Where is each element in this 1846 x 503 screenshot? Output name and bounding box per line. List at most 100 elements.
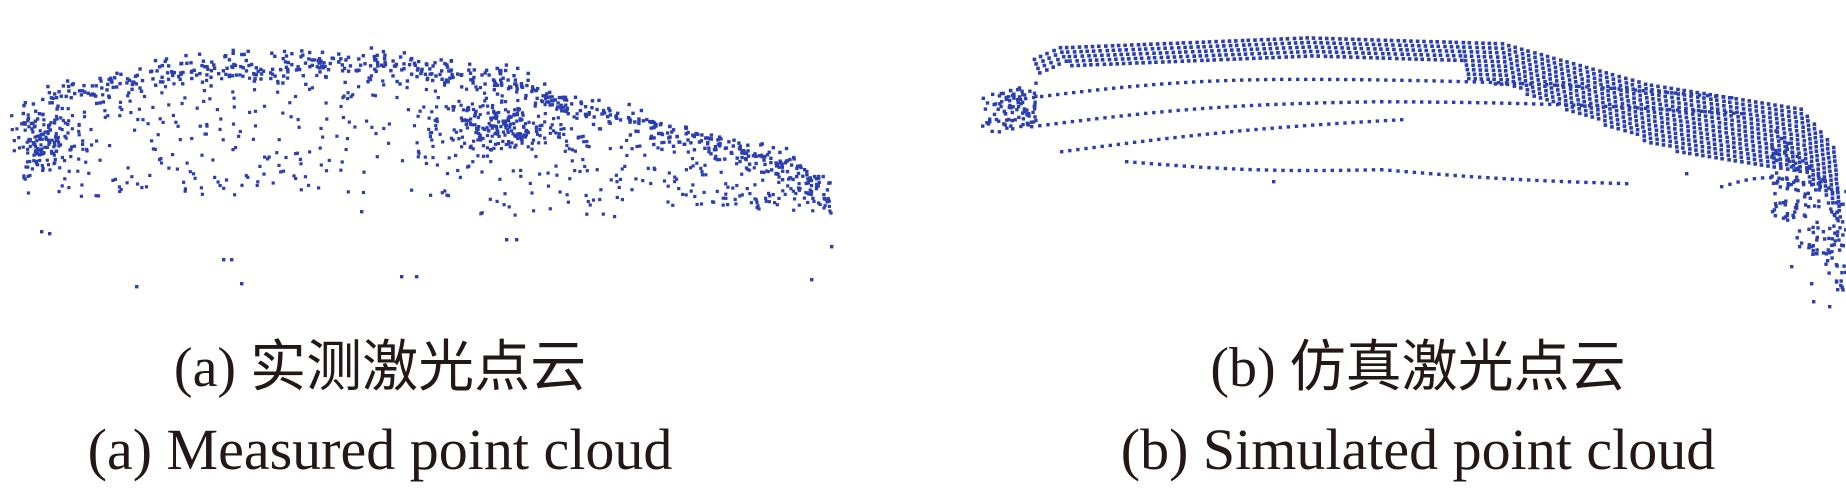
point xyxy=(1111,48,1116,53)
point xyxy=(22,104,26,108)
point xyxy=(381,79,385,83)
point xyxy=(585,169,589,173)
point xyxy=(1809,150,1813,155)
point xyxy=(1632,100,1636,105)
point xyxy=(17,136,21,140)
point xyxy=(592,115,596,119)
point xyxy=(270,51,274,55)
point xyxy=(25,160,30,164)
point xyxy=(1774,107,1778,112)
point xyxy=(627,102,631,107)
point xyxy=(827,199,831,203)
point xyxy=(1750,135,1755,139)
point xyxy=(1736,180,1740,184)
point xyxy=(1783,150,1787,154)
point xyxy=(120,108,124,112)
point xyxy=(565,193,569,197)
point xyxy=(657,131,661,136)
point xyxy=(746,149,750,153)
point xyxy=(812,174,817,179)
point xyxy=(460,119,464,123)
point xyxy=(481,104,485,108)
point xyxy=(1142,42,1147,47)
point xyxy=(1314,101,1319,105)
point xyxy=(1722,113,1727,117)
point xyxy=(69,155,73,159)
point xyxy=(481,144,486,148)
point xyxy=(1135,112,1140,116)
point xyxy=(1178,50,1182,54)
point xyxy=(1833,163,1838,168)
point xyxy=(268,71,273,75)
point xyxy=(1586,74,1590,79)
point xyxy=(1432,79,1436,83)
point xyxy=(194,73,199,77)
point xyxy=(431,144,435,148)
point xyxy=(1735,106,1739,110)
point xyxy=(1154,60,1158,64)
point xyxy=(53,157,57,162)
point xyxy=(1630,82,1635,87)
point xyxy=(1166,163,1170,167)
point xyxy=(118,189,122,194)
point xyxy=(1786,184,1790,188)
point xyxy=(50,138,54,142)
point xyxy=(483,99,487,103)
point xyxy=(1797,151,1801,155)
point xyxy=(1818,184,1822,189)
point xyxy=(15,127,19,131)
point xyxy=(514,143,518,147)
point xyxy=(258,164,262,168)
point xyxy=(1221,130,1226,135)
point xyxy=(255,183,259,188)
point xyxy=(1306,40,1311,45)
point xyxy=(1782,201,1786,205)
point xyxy=(1759,158,1763,163)
point xyxy=(1610,72,1615,77)
point xyxy=(53,92,57,96)
point xyxy=(1812,204,1817,208)
point xyxy=(247,63,251,68)
point xyxy=(1030,125,1034,129)
point xyxy=(1645,96,1649,100)
point xyxy=(1376,38,1381,42)
point xyxy=(1580,81,1585,86)
point xyxy=(1302,124,1307,128)
point xyxy=(513,78,518,82)
point xyxy=(1758,145,1762,149)
point xyxy=(515,119,519,123)
point xyxy=(118,114,122,118)
point xyxy=(1234,43,1239,48)
point xyxy=(1271,55,1275,60)
point xyxy=(515,90,519,94)
point xyxy=(1810,183,1814,187)
point xyxy=(723,146,728,150)
point xyxy=(35,139,39,143)
point xyxy=(1812,122,1817,126)
point xyxy=(82,115,87,119)
point xyxy=(538,134,542,138)
point xyxy=(1357,37,1361,42)
point xyxy=(1830,250,1834,254)
point xyxy=(39,152,43,156)
point xyxy=(1507,43,1511,48)
point xyxy=(476,127,480,131)
point xyxy=(1742,116,1746,120)
point xyxy=(530,85,535,89)
point xyxy=(793,197,797,201)
point xyxy=(363,62,367,66)
point xyxy=(667,140,672,144)
point xyxy=(139,89,144,93)
point xyxy=(1741,98,1745,102)
point xyxy=(1616,181,1621,186)
point xyxy=(459,103,463,107)
point xyxy=(533,104,537,108)
point xyxy=(557,132,561,136)
point xyxy=(981,124,985,128)
point xyxy=(1132,52,1136,56)
point xyxy=(1785,162,1789,167)
point xyxy=(658,123,663,127)
point xyxy=(1543,84,1547,88)
point xyxy=(1772,208,1777,212)
point xyxy=(66,84,71,89)
